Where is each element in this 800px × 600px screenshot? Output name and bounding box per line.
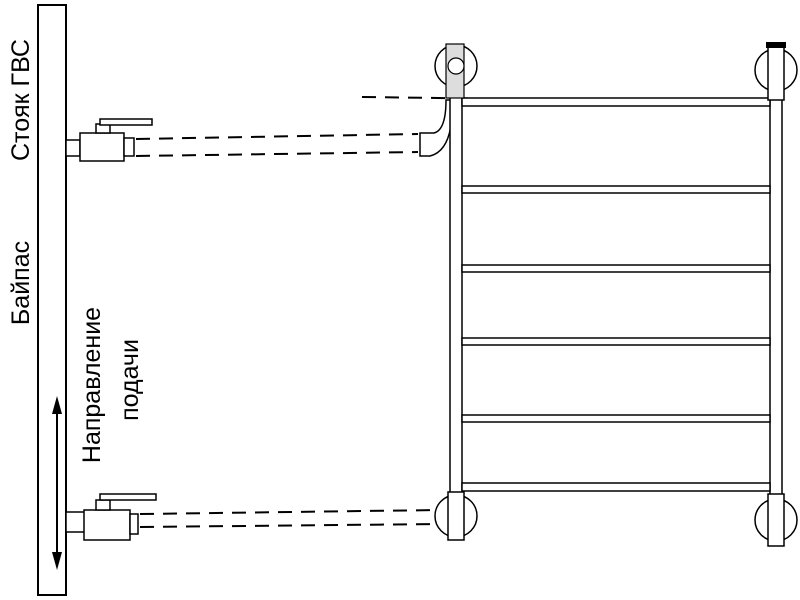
riser-pipe — [37, 4, 67, 596]
towel-rail-right-post — [769, 69, 783, 501]
top-right-wall-mount — [754, 42, 798, 101]
riser-label: Стояк ГВС — [7, 39, 35, 161]
bottom-right-wall-mount — [754, 493, 798, 547]
towel-rail-left-post — [449, 91, 463, 501]
upper-ball-valve — [65, 118, 153, 162]
lower-ball-valve — [65, 493, 157, 541]
crossbar — [461, 414, 771, 423]
flow-direction-label-line1: Направление — [78, 307, 106, 463]
crossbar — [461, 482, 771, 492]
crossbar — [461, 97, 771, 107]
towel-rail-crossbars — [461, 97, 771, 492]
crossbar — [461, 264, 771, 273]
flow-direction-arrow — [52, 396, 62, 570]
top-left-wall-mount — [434, 43, 478, 99]
elbow-bend — [419, 99, 453, 157]
bottom-left-wall-mount — [434, 491, 478, 541]
crossbar — [461, 337, 771, 346]
flow-direction-label-line2: подачи — [116, 339, 144, 421]
bypass-label: Байпас — [7, 241, 35, 325]
crossbar — [461, 185, 771, 194]
lower-dashed-pipe — [139, 509, 441, 528]
